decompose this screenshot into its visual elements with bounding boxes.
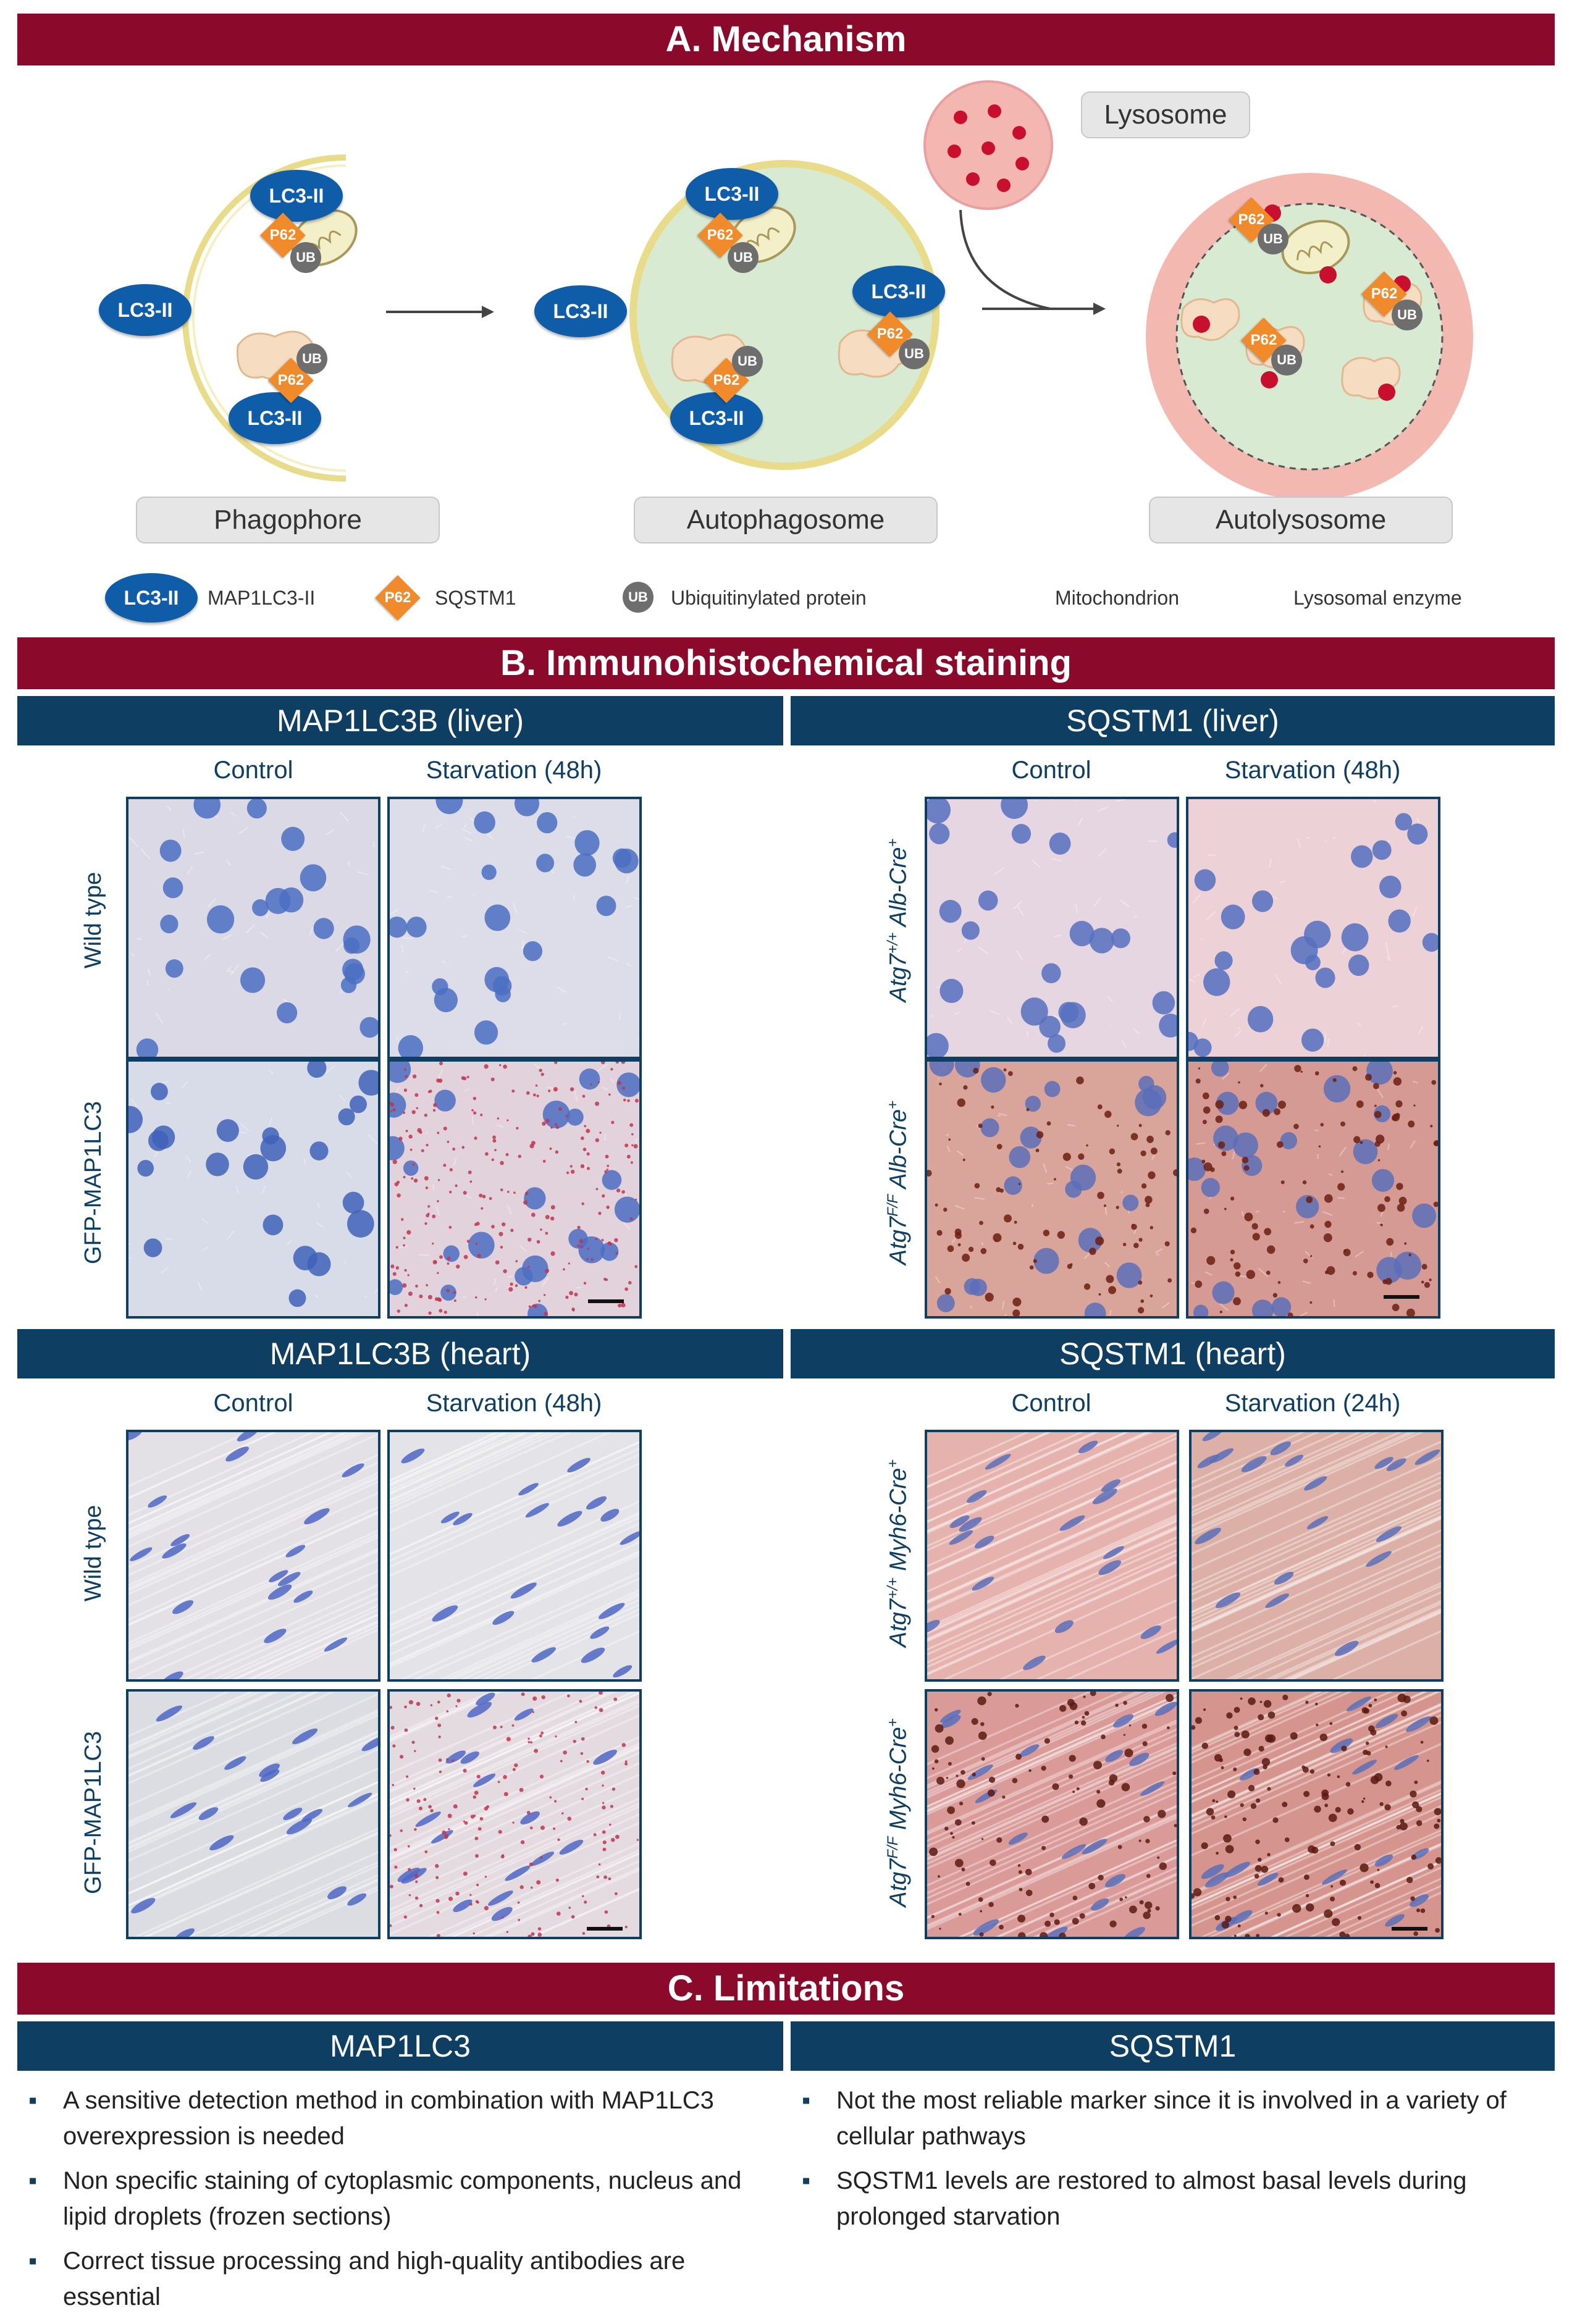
ub-icon: UB <box>728 242 759 273</box>
ub-icon: UB <box>290 242 321 273</box>
row-label-wild-type: Wild type <box>80 1504 106 1602</box>
group-title-sqstm1-heart: SQSTM1 (heart) <box>791 1329 1555 1378</box>
list-item: A sensitive detection method in combinat… <box>19 2083 760 2154</box>
col-label-control: Control <box>1011 757 1091 784</box>
group-title-sqstm1-liver: SQSTM1 (liver) <box>791 696 1555 745</box>
legend-protein-text: Ubiquitinylated protein <box>671 587 867 609</box>
col-label-starvation: Starvation (48h) <box>426 757 602 784</box>
col-label-starvation: Starvation (48h) <box>426 1390 602 1417</box>
micrograph-heart-atg7ff-control <box>925 1689 1179 1939</box>
lc3-ii-icon: LC3-II <box>686 168 778 220</box>
ub-icon: UB <box>899 338 930 369</box>
lc3-ii-icon: LC3-II <box>670 392 763 444</box>
col-label-starvation: Starvation (24h) <box>1224 1390 1401 1417</box>
micrograph-liver-atg7ff-control <box>925 1059 1179 1319</box>
micrograph-heart-wt-control <box>126 1430 380 1682</box>
col-label-control: Control <box>213 1390 293 1417</box>
row-label-atg7-ff-myh6: Atg7F/F Myh6-Cre+ <box>885 1718 912 1907</box>
ub-icon: UB <box>1271 345 1302 375</box>
micrograph-heart-atg7wt-starvation <box>1189 1430 1444 1682</box>
ub-icon: UB <box>1258 224 1288 254</box>
lysosome-label: Lysosome <box>1081 91 1250 138</box>
lc3-ii-icon: LC3-II <box>229 392 321 444</box>
legend-mitochondrion-text: Mitochondrion <box>1055 587 1179 609</box>
list-item: SQSTM1 levels are restored to almost bas… <box>792 2163 1533 2234</box>
micrograph-liver-gfp-control <box>126 1059 380 1319</box>
list-item: Correct tissue processing and high-quali… <box>19 2243 760 2315</box>
col-label-control: Control <box>1011 1390 1091 1417</box>
row-label-atg7-ff-alb: Atg7F/F Alb-Cre+ <box>885 1100 912 1265</box>
micrograph-liver-atg7ff-starvation <box>1186 1059 1440 1319</box>
legend-lc3-icon: LC3-II <box>105 573 198 623</box>
lc3-ii-icon: LC3-II <box>534 285 627 337</box>
micrograph-heart-gfp-control <box>126 1689 380 1939</box>
col-label-starvation: Starvation (48h) <box>1224 757 1401 784</box>
limitations-sqstm1-list: Not the most reliable marker since it is… <box>792 2083 1533 2243</box>
list-item: Not the most reliable marker since it is… <box>792 2083 1533 2154</box>
legend-ub-icon: UB <box>623 582 654 613</box>
micrograph-liver-wt-starvation <box>387 797 642 1059</box>
section-a-title: A. Mechanism <box>17 14 1555 65</box>
micrograph-heart-gfp-starvation <box>387 1689 642 1939</box>
stage-phagophore: Phagophore <box>136 497 440 543</box>
limitations-map1lc3-title: MAP1LC3 <box>17 2021 783 2071</box>
legend-p62-text: SQSTM1 <box>435 587 516 609</box>
group-title-map1lc3b-heart: MAP1LC3B (heart) <box>17 1329 783 1378</box>
micrograph-heart-atg7ff-starvation <box>1189 1689 1444 1939</box>
lc3-ii-icon: LC3-II <box>852 266 945 317</box>
lysosome-enzymes <box>948 104 1029 192</box>
section-b-title: B. Immunohistochemical staining <box>17 637 1555 689</box>
lc3-ii-icon: LC3-II <box>99 284 191 336</box>
legend-lc3-text: MAP1LC3-II <box>208 587 316 609</box>
scale-bar <box>1384 1295 1419 1299</box>
list-item: Non specific staining of cytoplasmic com… <box>19 2163 760 2234</box>
micrograph-heart-wt-starvation <box>387 1430 642 1682</box>
group-title-map1lc3b-liver: MAP1LC3B (liver) <box>17 696 783 745</box>
row-label-gfp-map1lc3: GFP-MAP1LC3 <box>80 1731 106 1894</box>
row-label-gfp-map1lc3: GFP-MAP1LC3 <box>80 1101 106 1264</box>
lc3-ii-icon: LC3-II <box>250 170 343 222</box>
micrograph-liver-atg7wt-control <box>925 797 1179 1059</box>
scale-bar <box>1392 1927 1427 1931</box>
col-label-control: Control <box>213 757 293 784</box>
scale-bar <box>588 1299 624 1303</box>
section-c-title: C. Limitations <box>17 1963 1555 2015</box>
row-label-atg7-wt-myh6: Atg7+/+ Myh6-Cre+ <box>885 1459 912 1648</box>
limitations-map1lc3-list: A sensitive detection method in combinat… <box>19 2083 760 2323</box>
limitations-sqstm1-title: SQSTM1 <box>791 2021 1555 2071</box>
row-label-wild-type: Wild type <box>80 871 106 969</box>
scale-bar <box>587 1927 623 1931</box>
micrograph-liver-atg7wt-starvation <box>1186 797 1440 1059</box>
stage-autolysosome: Autolysosome <box>1149 497 1453 543</box>
row-label-atg7-wt-alb: Atg7+/+ Alb-Cre+ <box>885 838 912 1002</box>
micrograph-liver-gfp-starvation <box>387 1059 642 1319</box>
micrograph-heart-atg7wt-control <box>925 1430 1179 1682</box>
ub-icon: UB <box>296 343 327 374</box>
ub-icon: UB <box>732 346 763 377</box>
autolysosome-inner <box>1175 203 1444 471</box>
stage-autophagosome: Autophagosome <box>634 497 938 543</box>
legend-enzyme-text: Lysosomal enzyme <box>1293 587 1462 609</box>
legend-p62-icon: P62 <box>375 575 421 621</box>
micrograph-liver-wt-control <box>126 797 380 1059</box>
ub-icon: UB <box>1392 300 1423 330</box>
mechanism-diagram <box>182 80 1473 500</box>
